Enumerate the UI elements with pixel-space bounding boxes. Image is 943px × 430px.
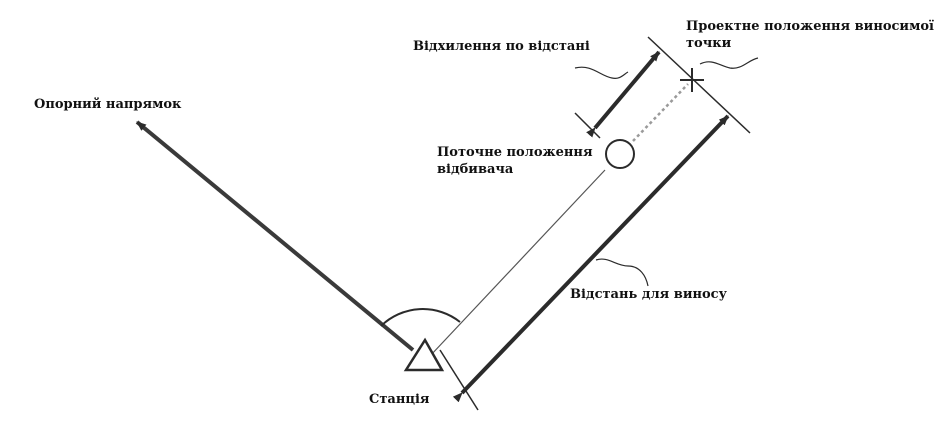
reflector-to-target-dotted-line	[632, 83, 689, 142]
leader-stakeout-distance	[595, 258, 649, 287]
station-label: Станція	[369, 392, 430, 407]
design-point-cross-icon	[680, 68, 704, 92]
current-position-label-line1: Поточне положення	[437, 145, 593, 160]
angle-arc	[380, 308, 461, 327]
design-position-label-line1: Проектне положення виносимої	[686, 19, 934, 34]
reflector-circle	[605, 139, 635, 169]
station-to-reflector-line	[429, 169, 606, 357]
current-position-label-line2: відбивача	[437, 162, 514, 177]
leader-design-point	[699, 57, 759, 69]
design-position-label: Проектне положення виносимої точки	[686, 18, 934, 52]
reference-direction-label: Опорний напрямок	[34, 97, 182, 112]
stakeout-distance-arrow	[452, 114, 730, 403]
deviation-arrow	[586, 50, 661, 138]
distance-deviation-label: Відхилення по відстані	[413, 39, 590, 54]
target-tick-line	[647, 36, 751, 134]
leader-deviation	[574, 66, 629, 79]
current-position-label: Поточне положення відбивача	[437, 144, 593, 178]
stakeout-distance-label: Відстань для виносу	[570, 287, 727, 302]
design-position-label-line2: точки	[686, 36, 732, 51]
station-triangle	[403, 337, 445, 372]
reference-direction-arrow	[135, 120, 415, 352]
